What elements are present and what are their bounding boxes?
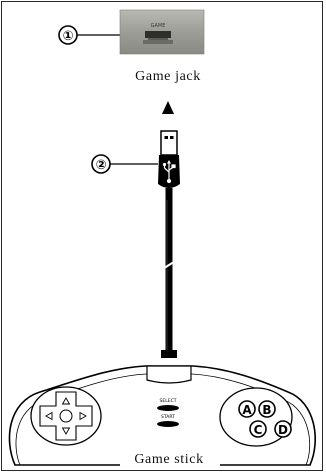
callout-2: ② bbox=[92, 155, 158, 173]
game-jack-label: Game jack bbox=[135, 69, 201, 84]
dpad bbox=[31, 387, 101, 445]
game-jack-photo: GAME bbox=[120, 10, 204, 54]
svg-text:C: C bbox=[254, 423, 263, 437]
direction-arrow-up bbox=[162, 101, 174, 114]
callout-1: ① bbox=[59, 26, 120, 44]
button-a: A bbox=[239, 401, 255, 417]
svg-text:D: D bbox=[278, 423, 288, 437]
jack-photo-label: GAME bbox=[151, 23, 166, 29]
button-d: D bbox=[275, 421, 291, 437]
button-c: C bbox=[250, 421, 266, 437]
svg-text:A: A bbox=[242, 403, 252, 417]
button-b: B bbox=[259, 401, 275, 417]
usb-cable bbox=[161, 188, 177, 358]
callout-2-number: ② bbox=[95, 158, 106, 173]
cable-port bbox=[147, 366, 191, 383]
start-label: START bbox=[161, 414, 175, 420]
usb-plug bbox=[158, 131, 180, 188]
callout-1-number: ① bbox=[62, 29, 73, 44]
select-label: SELECT bbox=[160, 398, 177, 404]
svg-text:B: B bbox=[262, 403, 271, 417]
game-stick-label: Game stick bbox=[134, 452, 203, 467]
face-buttons: A B C D bbox=[220, 388, 292, 446]
